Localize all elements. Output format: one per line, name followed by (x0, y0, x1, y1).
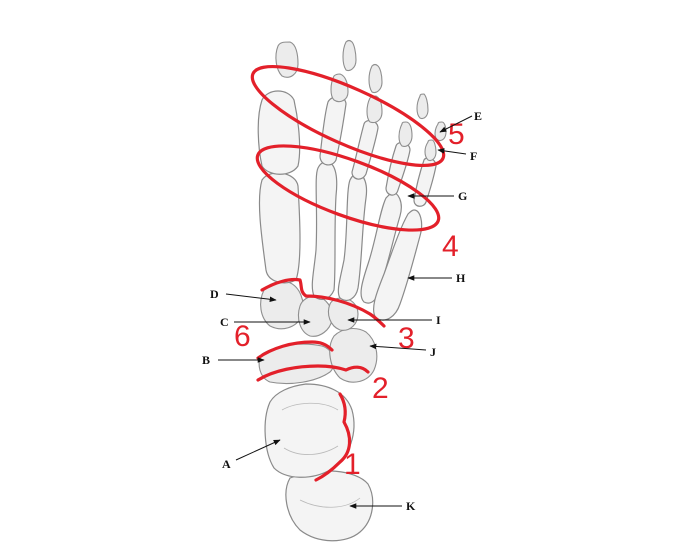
label-a-arrow (235, 439, 281, 461)
joint-number-3: 3 (398, 322, 415, 355)
transverse-tarsal-line (256, 364, 370, 382)
intermediate-cuneiform-bone (297, 295, 333, 337)
subtalar-line (314, 392, 352, 482)
calcaneus-bone (285, 470, 374, 542)
lower-toe-joint-ellipse (255, 144, 441, 232)
proximal-phalanx-4 (385, 141, 411, 196)
label-j: J (430, 345, 436, 359)
middle-phalanx-4 (398, 121, 413, 147)
label-e: E (474, 109, 482, 123)
metatarsal-2 (311, 161, 338, 300)
distal-phalanx-1 (275, 41, 299, 78)
label-e-arrow (439, 115, 473, 133)
tarsometatarsal-line (260, 277, 386, 328)
label-a: A (222, 457, 231, 471)
distal-phalanx-3 (368, 63, 383, 94)
joint-number-5: 5 (448, 118, 465, 151)
middle-phalanx-5 (424, 139, 437, 162)
joint-number-1: 1 (344, 448, 361, 481)
joint-number-6: 6 (234, 320, 251, 353)
label-c: C (220, 315, 229, 329)
cuboid-bone (329, 327, 378, 383)
label-h: H (456, 271, 466, 285)
upper-toe-joint-ellipse (250, 64, 446, 168)
letter-labels: A B C D E F G H I J K (202, 109, 482, 513)
joint-number-2: 2 (372, 372, 389, 405)
joint-number-4: 4 (442, 230, 459, 263)
label-d: D (210, 287, 219, 301)
label-j-arrow (369, 343, 427, 351)
distal-phalanx-2 (342, 39, 357, 72)
label-f-arrow (437, 148, 467, 155)
label-g: G (458, 189, 467, 203)
metatarsal-1 (258, 172, 301, 284)
proximal-phalanx-1 (257, 90, 301, 175)
middle-phalanx-2 (330, 73, 349, 103)
label-k: K (406, 499, 416, 513)
label-d-arrow (225, 293, 277, 303)
label-b: B (202, 353, 210, 367)
label-f: F (470, 149, 477, 163)
cuneonavicular-line (256, 340, 334, 360)
metatarsal-5 (372, 209, 423, 321)
distal-phalanx-4 (416, 93, 429, 120)
joint-numbers: 1 2 3 4 5 6 (234, 118, 465, 481)
label-i: I (436, 313, 441, 327)
red-annotations (250, 64, 446, 482)
